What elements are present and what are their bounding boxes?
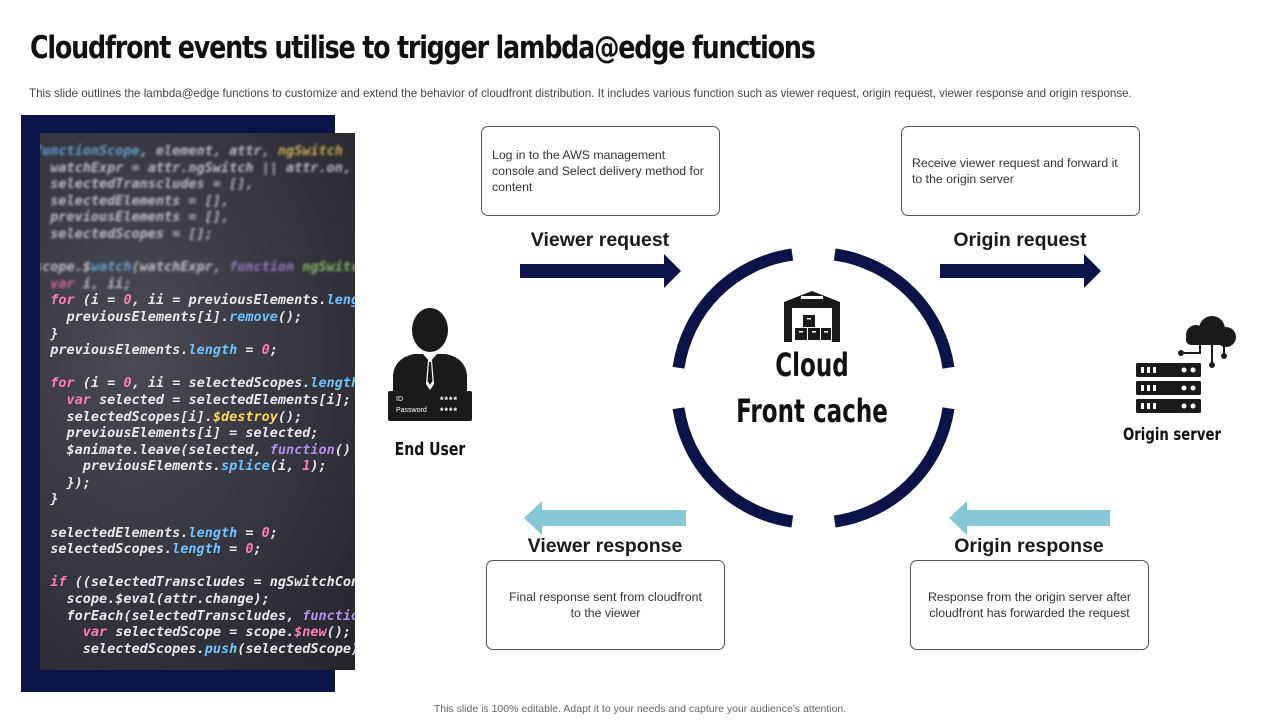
- credential-password-value: ****: [440, 406, 459, 416]
- arrow-viewer-response: [524, 501, 686, 535]
- credential-password-label: Password: [396, 407, 427, 414]
- viewer-response-description: Final response sent from cloudfront to t…: [509, 590, 702, 620]
- origin-response-description: Response from the origin server after cl…: [928, 590, 1131, 620]
- viewer-response-box: Final response sent from cloudfront to t…: [486, 560, 725, 650]
- credential-id-label: ID: [396, 396, 403, 403]
- arrow-origin-request: [940, 254, 1101, 288]
- origin-server-label: Origin server: [1122, 425, 1222, 445]
- viewer-request-box: Log in to the AWS management console and…: [481, 126, 720, 216]
- end-user-label: End User: [394, 439, 466, 460]
- origin-request-description: Receive viewer request and forward it to…: [912, 156, 1118, 186]
- origin-response-box: Response from the origin server after cl…: [910, 560, 1149, 650]
- arrow-origin-response: [949, 501, 1110, 535]
- origin-response-label: Origin response: [954, 535, 1104, 557]
- warehouse-icon: [784, 291, 840, 342]
- cloud-server-icon: [1136, 316, 1236, 413]
- center-line-2: Front cache: [736, 392, 888, 430]
- code-image: functionScope, element, attr, ngSwitch w…: [40, 133, 355, 670]
- origin-request-box: Receive viewer request and forward it to…: [901, 126, 1140, 216]
- arrow-viewer-request: [520, 254, 681, 288]
- page-subtitle: This slide outlines the lambda@edge func…: [29, 87, 1132, 100]
- user-icon: [388, 308, 472, 421]
- origin-request-label: Origin request: [953, 229, 1087, 251]
- page-title: Cloudfront events utilise to trigger lam…: [30, 30, 816, 66]
- footer-note: This slide is 100% editable. Adapt it to…: [433, 703, 847, 715]
- viewer-request-description: Log in to the AWS management console and…: [492, 148, 704, 194]
- viewer-request-label: Viewer request: [530, 229, 670, 251]
- credential-id-value: ****: [440, 395, 459, 405]
- ring-arc-top-right: [833, 248, 955, 369]
- ring-arc-bottom-right: [833, 407, 955, 528]
- center-line-1: Cloud: [775, 346, 849, 384]
- ring-arc-top-left: [672, 248, 794, 369]
- ring-arc-bottom-left: [672, 407, 794, 528]
- viewer-response-label: Viewer response: [527, 535, 683, 557]
